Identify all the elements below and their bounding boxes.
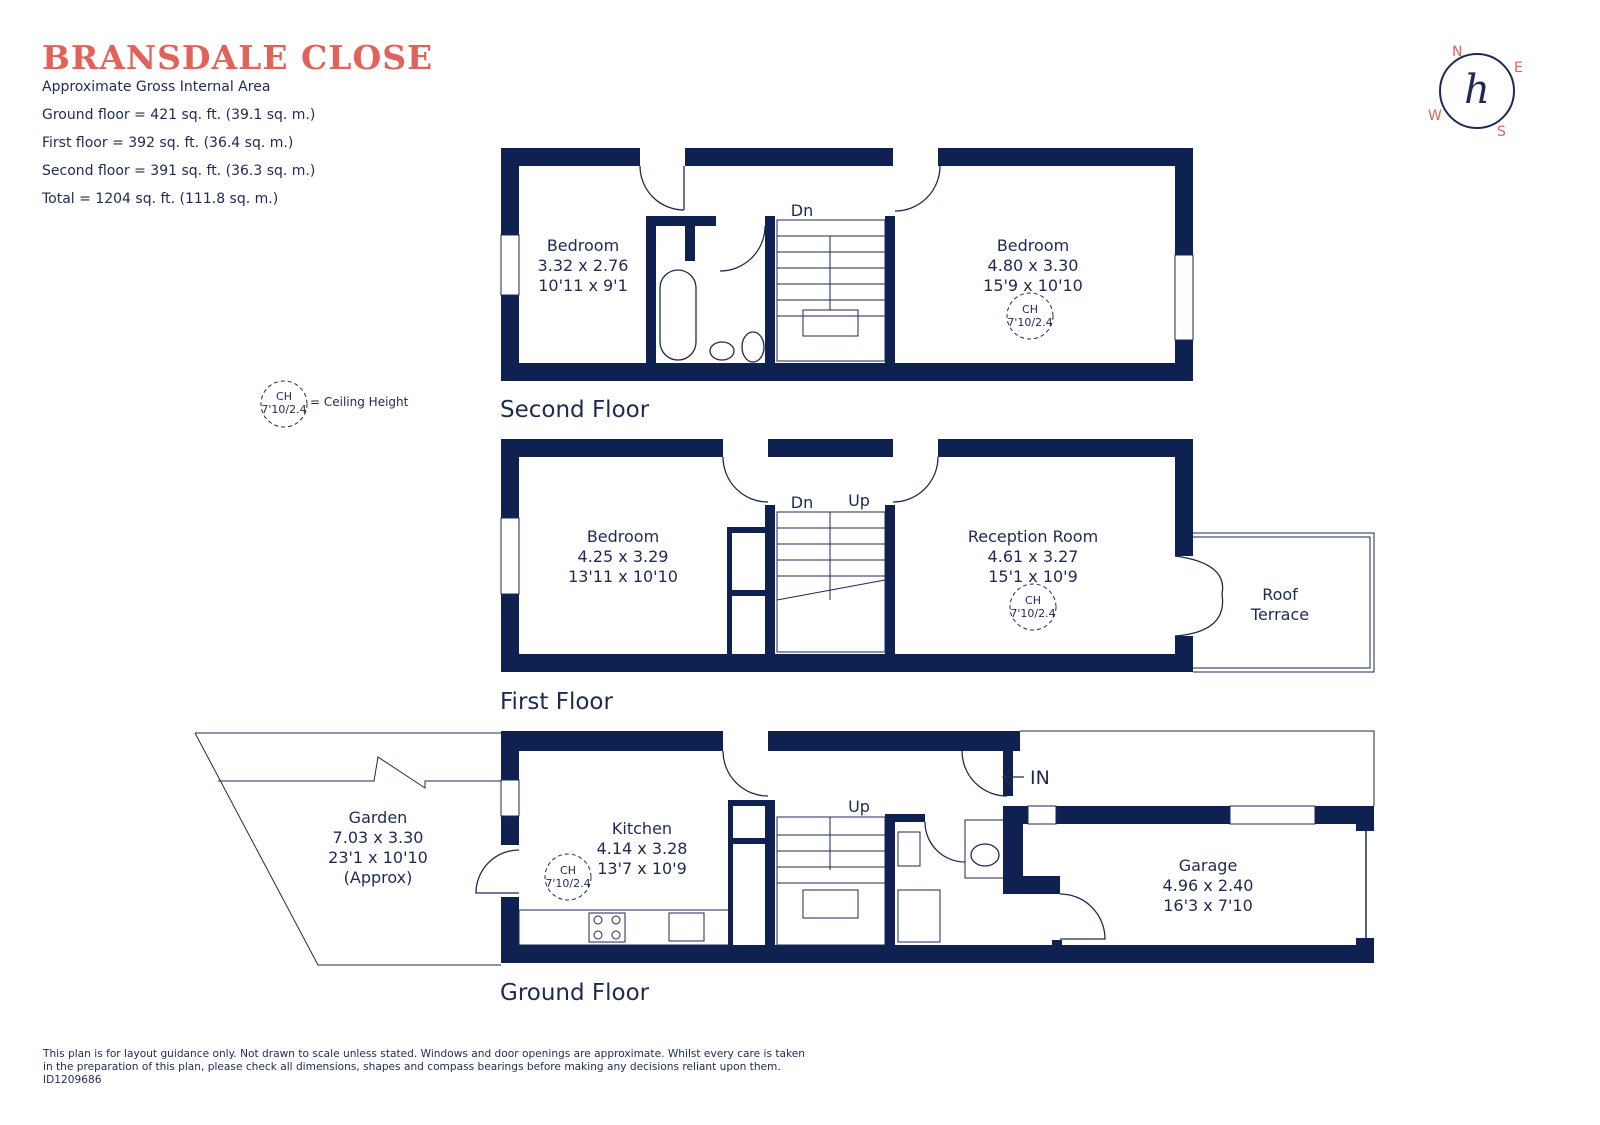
staircase xyxy=(776,511,886,653)
kitchen-metric: 4.14 x 3.28 xyxy=(597,839,688,858)
garden xyxy=(194,732,501,966)
staircase xyxy=(776,816,886,946)
window-right xyxy=(1174,254,1194,341)
garden-approx: (Approx) xyxy=(344,868,413,887)
window-left xyxy=(500,234,520,296)
bedroom-imperial: 13'11 x 10'10 xyxy=(568,567,678,586)
sink xyxy=(668,912,705,942)
door-gap xyxy=(893,148,938,166)
garden-door-gap xyxy=(501,845,519,897)
legend-label: = Ceiling Height xyxy=(310,395,409,409)
bedroom-left-name: Bedroom xyxy=(547,236,619,255)
area-ground-floor: Ground floor = 421 sq. ft. (39.1 sq. m.) xyxy=(42,107,316,123)
entrance-label: IN xyxy=(1030,767,1050,789)
garage-imperial: 16'3 x 7'10 xyxy=(1163,896,1253,915)
bedroom-right-name: Bedroom xyxy=(997,236,1069,255)
second-floor-label: Second Floor xyxy=(500,397,650,423)
staircase xyxy=(776,219,886,362)
stairs-down-label: Dn xyxy=(791,493,813,512)
bedroom-name: Bedroom xyxy=(587,527,659,546)
ground-floor-label: Ground Floor xyxy=(500,980,650,1006)
disclaimer: This plan is for layout guidance only. N… xyxy=(43,1048,843,1087)
entrance-arrow-icon xyxy=(1002,768,1024,786)
stairs-up-label: Up xyxy=(848,491,870,510)
area-first-floor: First floor = 392 sq. ft. (36.4 sq. m.) xyxy=(42,135,294,151)
ceiling-height-value: 7'10/2.4 xyxy=(1010,607,1055,620)
toilet xyxy=(970,843,1000,867)
bedroom-left-metric: 3.32 x 2.76 xyxy=(538,256,629,275)
ceiling-height-value: 7'10/2.4 xyxy=(1007,316,1052,329)
terrace-name-2: Terrace xyxy=(1250,605,1309,624)
roof-terrace xyxy=(1193,532,1375,673)
second-floor-plan: Dn Bedroom 3.32 x 2.76 10'11 x 9'1 Bedro… xyxy=(500,148,1194,423)
gross-area-subtitle: Approximate Gross Internal Area xyxy=(42,79,271,95)
first-floor-label: First Floor xyxy=(500,689,613,715)
property-title: BRANSDALE CLOSE xyxy=(42,38,434,77)
area-total: Total = 1204 sq. ft. (111.8 sq. m.) xyxy=(42,191,279,207)
toilet xyxy=(741,331,765,363)
terrace-door-gap xyxy=(1175,556,1193,636)
ground-floor-plan: Garden 7.03 x 3.30 23'1 x 10'10 (Approx) xyxy=(194,730,1375,1006)
disclaimer-line-1: This plan is for layout guidance only. N… xyxy=(43,1048,806,1060)
ceiling-height-legend: CH 7'10/2.4 = Ceiling Height xyxy=(260,380,409,428)
bedroom-left-imperial: 10'11 x 9'1 xyxy=(538,276,628,295)
reception-name: Reception Room xyxy=(968,527,1098,546)
area-second-floor: Second floor = 391 sq. ft. (36.3 sq. m.) xyxy=(42,163,316,179)
legend-ch: CH xyxy=(276,390,292,403)
door-gap xyxy=(640,148,685,166)
garage-name: Garage xyxy=(1179,856,1238,875)
ceiling-height-marker xyxy=(1006,292,1054,340)
compass-east: E xyxy=(1514,60,1523,76)
legend-ch-value: 7'10/2.4 xyxy=(261,403,306,416)
compass-logo: h N E S W xyxy=(1428,44,1523,140)
bedroom-right-metric: 4.80 x 3.30 xyxy=(988,256,1079,275)
garden-name: Garden xyxy=(349,808,408,827)
garage-walls xyxy=(1003,730,1375,963)
compass-south: S xyxy=(1497,124,1506,140)
hob xyxy=(588,912,626,943)
plan-id: ID1209686 xyxy=(43,1074,102,1086)
reception-metric: 4.61 x 3.27 xyxy=(988,547,1079,566)
terrace-name-1: Roof xyxy=(1262,585,1298,604)
garage-metric: 4.96 x 2.40 xyxy=(1163,876,1254,895)
ceiling-height-value: 7'10/2.4 xyxy=(545,877,590,890)
garden-metric: 7.03 x 3.30 xyxy=(333,828,424,847)
first-floor-plan: Dn Up Bedroom 4.25 x 3.29 13'11 x 10'10 … xyxy=(500,439,1375,715)
stairs-up-label: Up xyxy=(848,797,870,816)
basin xyxy=(709,341,735,361)
disclaimer-line-2: in the preparation of this plan, please … xyxy=(43,1061,781,1073)
kitchen-imperial: 13'7 x 10'9 xyxy=(597,859,687,878)
kitchen-name: Kitchen xyxy=(612,819,672,838)
window-left xyxy=(500,779,520,817)
garden-imperial: 23'1 x 10'10 xyxy=(328,848,428,867)
stairs-down-label: Dn xyxy=(791,201,813,220)
ceiling-height-marker xyxy=(544,853,592,901)
ceiling-height-ch: CH xyxy=(1022,303,1038,316)
bath xyxy=(659,269,697,361)
reception-imperial: 15'1 x 10'9 xyxy=(988,567,1078,586)
logo-letter: h xyxy=(1464,67,1490,113)
compass-west: W xyxy=(1428,108,1442,124)
bedroom-right-imperial: 15'9 x 10'10 xyxy=(983,276,1083,295)
ceiling-height-marker xyxy=(1009,583,1057,631)
ceiling-height-ch: CH xyxy=(1025,594,1041,607)
shower xyxy=(897,889,941,943)
compass-north: N xyxy=(1452,44,1462,60)
bedroom-metric: 4.25 x 3.29 xyxy=(578,547,669,566)
ceiling-height-ch: CH xyxy=(560,864,576,877)
window-left xyxy=(500,517,520,595)
